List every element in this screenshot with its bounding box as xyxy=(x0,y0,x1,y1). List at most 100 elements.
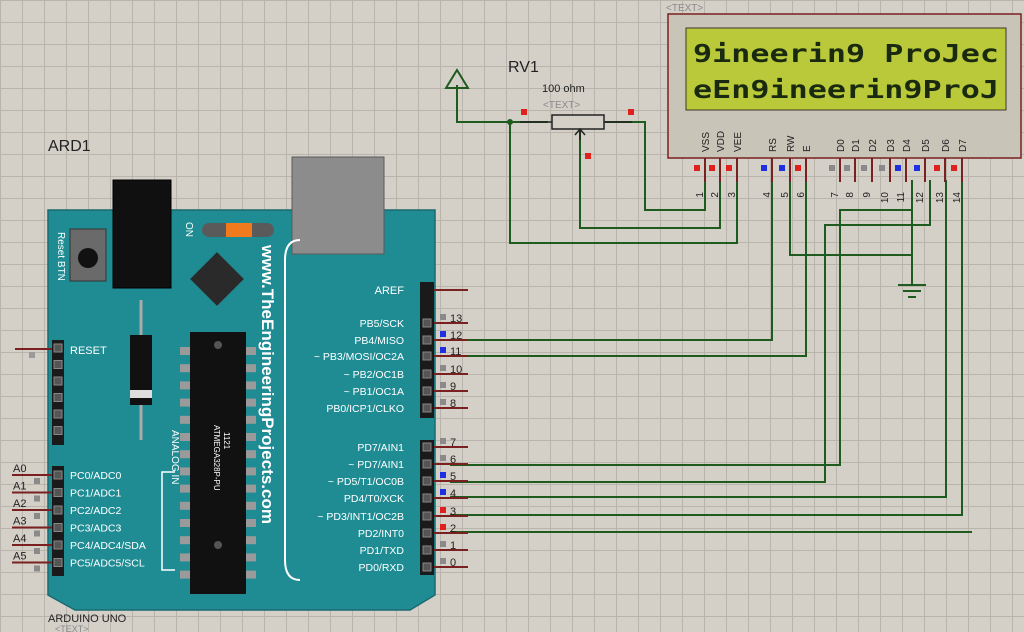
pin-state-marker xyxy=(779,165,785,171)
digital-pin-number: 8 xyxy=(450,398,456,410)
analog-in-label: ANALOG IN xyxy=(169,430,180,484)
chip-pin xyxy=(180,570,190,579)
pin-state-marker xyxy=(694,165,700,171)
digital-pin-label: ~ PB1/OC1A xyxy=(344,386,404,398)
analog-pin-label: PC4/ADC4/SDA xyxy=(70,540,146,552)
header-socket xyxy=(422,511,432,521)
lcd-pin-name: D3 xyxy=(886,139,897,152)
analog-pin-name: A1 xyxy=(13,481,26,493)
header-socket xyxy=(422,351,432,361)
pin-state-marker xyxy=(951,165,957,171)
pin-state-marker xyxy=(440,455,446,461)
wire-d7 xyxy=(450,180,963,516)
chip-pin xyxy=(246,519,256,527)
wire-d5 xyxy=(450,180,931,483)
potentiometer[interactable]: RV1 100 ohm <TEXT> xyxy=(508,59,634,159)
header-socket xyxy=(422,528,432,538)
pin-marker xyxy=(585,153,591,159)
lcd-pin-name: VSS xyxy=(701,132,712,152)
lcd-pin-name: D4 xyxy=(902,139,913,152)
on-label: ON xyxy=(183,222,194,237)
chip-pin xyxy=(246,364,256,373)
wire-rs xyxy=(450,180,773,341)
digital-pin-number: 12 xyxy=(450,330,462,342)
chip-pin xyxy=(246,450,256,459)
chip-pin xyxy=(246,433,256,441)
header-socket xyxy=(422,403,432,413)
pin-state-marker xyxy=(726,165,732,171)
digital-pin-label: ~ PB2/OC1B xyxy=(344,369,404,381)
pin-state-marker xyxy=(34,565,40,572)
header-socket xyxy=(53,343,63,353)
chip-label-1: ATMEGA328P-PU xyxy=(212,425,221,491)
usb-chip xyxy=(190,252,244,306)
chip-pin xyxy=(180,381,190,390)
lcd-text-tag: <TEXT> xyxy=(666,3,703,14)
lcd-line-1: 9ineerin9 ProJec xyxy=(693,39,999,68)
arduino-model: ARDUINO UNO xyxy=(48,613,127,625)
on-led xyxy=(226,223,252,237)
header-socket xyxy=(53,393,63,402)
chip-pin xyxy=(246,467,256,476)
digital-pin-number: 0 xyxy=(450,557,456,569)
pot-ref: RV1 xyxy=(508,59,539,76)
lcd-pin-number: 4 xyxy=(762,192,773,198)
header-socket xyxy=(422,476,432,486)
lcd-pin-number: 5 xyxy=(780,192,791,198)
digital-header-high xyxy=(420,282,434,418)
wires xyxy=(450,85,972,533)
pin-state-marker xyxy=(795,165,801,171)
pin-state-marker xyxy=(895,165,901,171)
pin-state-marker xyxy=(440,489,446,495)
wire-rw-gnd xyxy=(789,180,912,256)
analog-pin-name: A2 xyxy=(13,498,26,510)
header-socket xyxy=(422,545,432,555)
diode xyxy=(130,335,152,405)
pin-state-marker xyxy=(761,165,767,171)
ground-icon xyxy=(898,284,926,298)
chip-pin xyxy=(246,570,256,579)
digital-pin-number: 7 xyxy=(450,437,456,449)
digital-pin-label: PB0/ICP1/CLKO xyxy=(326,403,404,415)
header-socket xyxy=(422,386,432,396)
header-socket xyxy=(422,335,432,345)
digital-pin-number: 2 xyxy=(450,523,456,535)
header-socket xyxy=(53,426,63,435)
pin-state-marker xyxy=(440,507,446,513)
power-terminal-icon xyxy=(444,68,470,89)
lcd-pin-name: RS xyxy=(768,138,779,152)
lcd-pin-name: VDD xyxy=(716,131,727,152)
digital-header-low xyxy=(420,440,434,575)
digital-pin-number: 4 xyxy=(450,488,456,500)
lcd-pin-number: 3 xyxy=(727,192,738,198)
arduino-board[interactable]: ARD1 ARDUINO UNO <TEXT> Reset BTN ON ATM… xyxy=(12,138,468,632)
digital-pin-number: 13 xyxy=(450,313,462,325)
reset-button-cap[interactable] xyxy=(78,248,98,268)
digital-pin-label: PD1/TXD xyxy=(360,545,405,557)
digital-pin-label: PB4/MISO xyxy=(354,335,404,347)
analog-pins: PC0/ADC0A0PC1/ADC1A1PC2/ADC2A2PC3/ADC3A3… xyxy=(12,463,146,572)
chip-pin xyxy=(180,553,190,562)
pot-body xyxy=(551,114,605,130)
lcd-pin-name: D0 xyxy=(836,139,847,152)
chip-pin xyxy=(246,536,256,545)
digital-pin-number: 10 xyxy=(450,364,462,376)
pin-state-marker xyxy=(440,365,446,371)
chip-pin xyxy=(180,347,190,355)
pin-state-marker xyxy=(440,347,446,353)
digital-pin-number: 3 xyxy=(450,506,456,518)
chip-pin xyxy=(180,484,190,493)
lcd-pin-name: D1 xyxy=(851,139,862,152)
analog-pin-label: PC5/ADC5/SCL xyxy=(70,558,145,570)
pot-wiper-icon xyxy=(574,127,586,140)
chip-pin xyxy=(180,433,190,441)
header-socket xyxy=(53,523,63,532)
lcd-module[interactable]: <TEXT> 9ineerin9 ProJec eEn9ineerin9ProJ… xyxy=(666,3,1022,204)
wire-d4 xyxy=(450,180,913,466)
pin-state-marker xyxy=(440,399,446,405)
lcd-pin-number: 13 xyxy=(935,192,946,204)
digital-pin-label: ~ PD7/AIN1 xyxy=(348,459,404,471)
pin-state-marker xyxy=(440,314,446,320)
digital-pin-label: PD7/AIN1 xyxy=(357,442,404,454)
